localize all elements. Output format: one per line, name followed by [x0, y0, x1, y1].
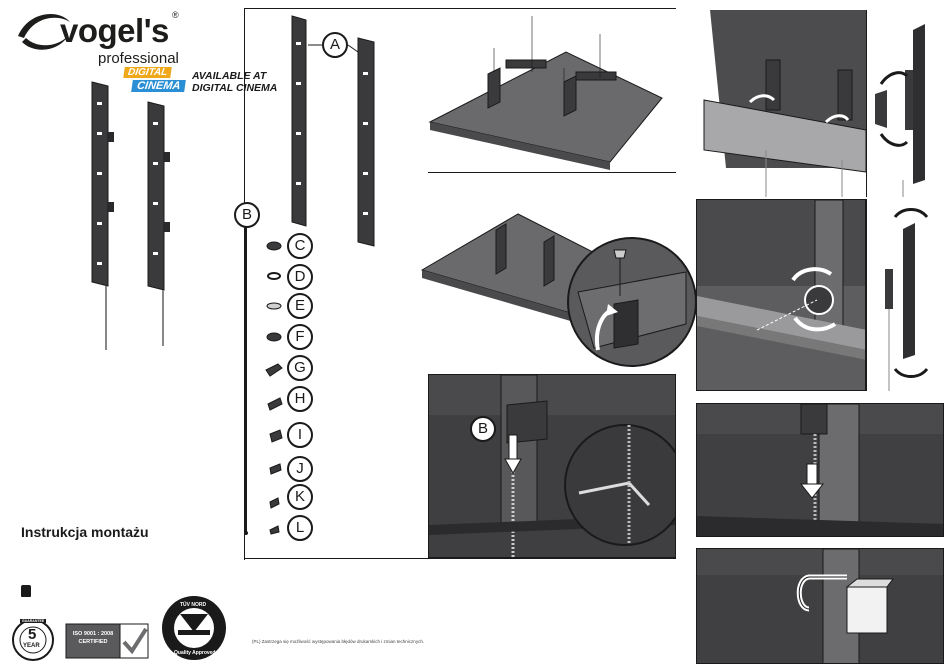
warranty-ring-text: GUARANTEE: [20, 619, 46, 623]
tuv-certificate: TÜV NORD Quality Approved: [160, 592, 228, 662]
bottom-rule: [244, 558, 676, 559]
part-label-e: E: [287, 293, 313, 319]
tuv-bottom-text: Quality Approved: [174, 650, 216, 656]
product-bracket-illustration: [80, 72, 200, 352]
part-label-b: B: [234, 202, 260, 228]
step-5-illustration: [867, 10, 946, 197]
step-7-illustration: [867, 199, 946, 391]
brand-registered-mark: ®: [172, 10, 179, 20]
step-9-panel: [696, 548, 944, 664]
brand-subtitle: professional: [98, 50, 179, 67]
step-8-panel: [696, 403, 944, 537]
step-divider: [428, 172, 676, 173]
warranty-seal: 5 YEAR GUARANTEE: [12, 618, 54, 662]
step-7-side-view: [866, 199, 946, 391]
step-3-panel: [428, 374, 676, 558]
iso-line-2: CERTIFIED: [70, 638, 116, 646]
top-rule: [244, 8, 676, 9]
brand-name: vogel's: [60, 12, 169, 50]
digital-cinema-text: AVAILABLE AT DIGITAL CINEMA: [192, 70, 277, 94]
part-label-k: K: [287, 484, 313, 510]
warranty-unit: YEAR: [23, 643, 40, 649]
part-b-rod: [241, 226, 251, 536]
part-label-g: G: [287, 355, 313, 381]
footnote-disclaimer: (PL) Zastrzega się możliwość występowani…: [252, 639, 424, 644]
part-label-a: A: [322, 32, 348, 58]
digital-cinema-line-2: DIGITAL CINEMA: [192, 82, 277, 94]
tuv-top-text: TÜV NORD: [180, 602, 206, 608]
step-4-panel: [696, 10, 866, 197]
step-6-illustration: [697, 200, 866, 391]
iso-certificate: ISO 9001 : 2008 CERTIFIED: [66, 624, 148, 658]
iso-line-1: ISO 9001 : 2008: [70, 630, 116, 638]
part-label-j: J: [287, 456, 313, 482]
step-4-illustration: [696, 10, 866, 197]
manual-title: Instrukcja montażu: [21, 524, 149, 540]
digital-cinema-line-1: AVAILABLE AT: [192, 70, 277, 82]
part-label-l: L: [287, 515, 313, 541]
step-5-side-view: [866, 10, 946, 197]
step-3-callout-b: B: [470, 416, 496, 442]
language-marker-icon: [21, 585, 31, 597]
step-2-tv-back: [418, 184, 688, 374]
part-label-f: F: [287, 324, 313, 350]
part-label-d: D: [287, 264, 313, 290]
step-1-tv-back: [426, 12, 676, 172]
brand-logo: vogel's ® professional: [14, 6, 174, 68]
part-label-i: I: [287, 422, 313, 448]
step-9-illustration: [697, 549, 944, 664]
warranty-number: 5: [28, 626, 36, 643]
iso-label: ISO 9001 : 2008 CERTIFIED: [70, 630, 116, 646]
part-label-c: C: [287, 233, 313, 259]
step-3-illustration: [429, 375, 676, 558]
part-label-h: H: [287, 386, 313, 412]
step-8-illustration: [697, 404, 944, 537]
step-6-panel: [696, 199, 866, 391]
